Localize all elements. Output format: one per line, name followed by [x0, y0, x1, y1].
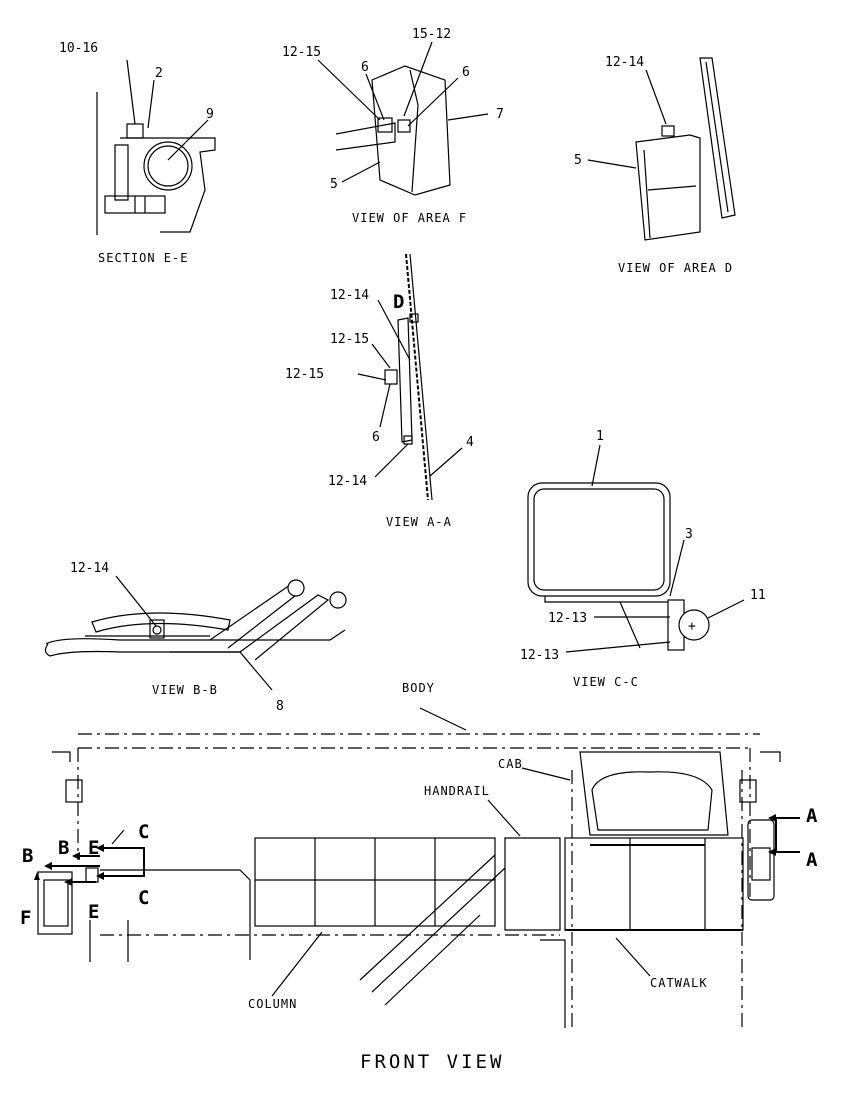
callout-12-14: 12-14 [70, 561, 109, 576]
callout-3: 3 [685, 527, 693, 542]
callout-6: 6 [372, 430, 380, 445]
callout-5: 5 [330, 177, 338, 192]
svg-text:+: + [688, 619, 696, 634]
callout-5: 5 [574, 153, 582, 168]
front-view: BODY CAB HANDRAIL CATWALK COLUMN B B E C… [20, 681, 818, 1073]
callout-1: 1 [596, 429, 604, 444]
callout-4: 4 [466, 435, 474, 450]
letter-c-top: C [138, 821, 149, 843]
area-f-view: 12-15 15-12 6 6 7 5 VIEW OF AREA F [282, 27, 504, 225]
section-ee-caption: SECTION E-E [98, 251, 188, 265]
label-handrail: HANDRAIL [424, 784, 490, 798]
area-d-view: 12-14 5 VIEW OF AREA D [574, 55, 736, 275]
callout-12-15-b: 12-15 [285, 367, 324, 382]
letter-a-bottom: A [806, 849, 818, 871]
view-aa-caption: VIEW A-A [386, 515, 452, 529]
callout-12-14: 12-14 [605, 55, 644, 70]
label-catwalk: CATWALK [650, 976, 708, 990]
callout-10-16: 10-16 [59, 41, 98, 56]
callout-2: 2 [155, 66, 163, 81]
callout-12-14-bottom: 12-14 [328, 474, 367, 489]
section-ee: 10-16 2 9 SECTION E-E [59, 41, 216, 265]
letter-e-bottom: E [88, 901, 99, 923]
letter-b-left: B [22, 845, 33, 867]
view-cc-caption: VIEW C-C [573, 675, 639, 689]
callout-6b: 6 [462, 65, 470, 80]
view-bb-caption: VIEW B-B [152, 683, 218, 697]
callout-12-14-top: 12-14 [330, 288, 369, 303]
front-view-caption: FRONT VIEW [360, 1051, 504, 1073]
callout-8: 8 [276, 699, 284, 714]
label-column: COLUMN [248, 997, 297, 1011]
callout-12-13-a: 12-13 [548, 611, 587, 626]
letter-a-top: A [806, 805, 818, 827]
callout-12-15: 12-15 [282, 45, 321, 60]
callout-6a: 6 [361, 60, 369, 75]
view-bb: 12-14 8 VIEW B-B [44, 561, 347, 714]
callout-15-12: 15-12 [412, 27, 451, 42]
callout-12-15-a: 12-15 [330, 332, 369, 347]
area-f-caption: VIEW OF AREA F [352, 211, 467, 225]
section-letter-d: D [393, 291, 404, 313]
callout-7: 7 [496, 107, 504, 122]
letter-c-bottom: C [138, 887, 149, 909]
view-aa: D 12-14 12-15 12-15 6 12-14 4 VIEW A-A [285, 253, 474, 529]
label-body: BODY [402, 681, 435, 695]
letter-e-top: E [88, 837, 99, 859]
area-d-caption: VIEW OF AREA D [618, 261, 733, 275]
letter-f: F [20, 907, 31, 929]
callout-9: 9 [206, 107, 214, 122]
label-cab: CAB [498, 757, 523, 771]
letter-b-right: B [58, 837, 69, 859]
callout-11: 11 [750, 588, 766, 603]
callout-12-13-b: 12-13 [520, 648, 559, 663]
view-cc: + 1 3 11 12-13 12-13 VIEW C-C [520, 429, 766, 689]
